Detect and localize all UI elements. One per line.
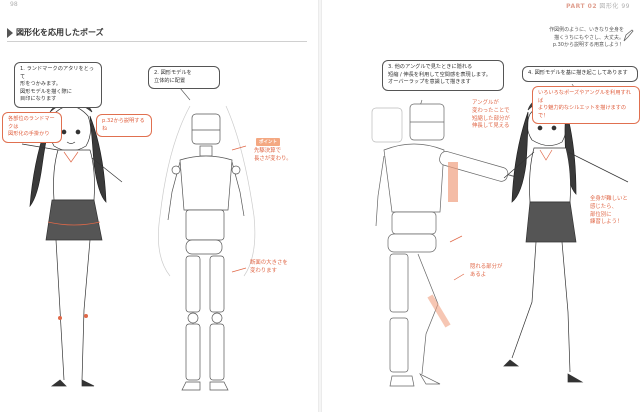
angled-mannequins xyxy=(371,103,521,387)
chapter-title: 図形化 xyxy=(599,3,619,10)
practice-note: 全身が難しいと 感じたら、 部位別に 練習しよう！ xyxy=(590,196,628,226)
right-illustrations xyxy=(371,83,629,387)
section-title-text: 図形化を応用したポーズ xyxy=(16,28,104,37)
section-divider xyxy=(7,41,307,42)
girl-figure-finished xyxy=(21,99,123,387)
pencil-icon xyxy=(623,29,634,42)
step3-bubble: 3. 他のアングルで見たときに隠れる 短縮 / 伸長を利用して空間感を表現します… xyxy=(382,60,504,91)
girl-figure-angled xyxy=(503,97,629,383)
mannequin-figure xyxy=(158,105,256,391)
cross-section-note: 断面の大きさを 変わります xyxy=(250,260,288,274)
left-page: 98 図形化を応用したポーズ xyxy=(0,0,318,412)
left-folio: 98 xyxy=(10,1,18,8)
right-page: PART 02 図形化 99 作図例のように、いきなり全身を 描くうちにもやさし… xyxy=(322,0,640,412)
left-illustrations xyxy=(21,87,256,391)
hidden-parts-note: 隠れる部分が あるよ xyxy=(470,264,503,278)
bubble2-pointer xyxy=(179,87,191,101)
part-label: PART 02 xyxy=(566,3,597,10)
right-folio: 99 xyxy=(621,3,630,10)
step4-bubble: 4. 図形モデルを基に描き起こしてあります xyxy=(522,66,638,82)
step1-bubble: 1. ランドマークのアタリをとって 形をつかみます。 図形モデルを描く際に 目印… xyxy=(14,62,102,108)
right-header: PART 02 図形化 99 xyxy=(566,1,630,10)
angle-foreshortening-note: アングルが 変わったことで 短縮した部分が 伸長して見える xyxy=(472,100,510,130)
point-tag: ポイント xyxy=(256,138,280,146)
section-title: 図形化を応用したポーズ xyxy=(7,27,307,42)
arrow-marker-icon xyxy=(7,27,13,38)
spine-gutter xyxy=(318,0,322,412)
length-note: 先駆決算で 長さが変わり。 xyxy=(254,148,292,162)
step2-bubble: 2. 図形モデルを 立体的に配置 xyxy=(148,66,220,90)
reference-note-bubble: p.32から説明するね xyxy=(96,114,152,138)
tip-text: 作図例のように、いきなり全身を 描くうちにもやさし、大丈夫。 p.30から説明す… xyxy=(549,27,624,48)
pose-advice-bubble: いろいろなポーズやアングルを利用すれば より魅力的なシルエットを描けますので！ xyxy=(532,86,640,125)
landmark-note-bubble: 各部位のランドマークは 図形化の手掛かり xyxy=(2,112,62,143)
